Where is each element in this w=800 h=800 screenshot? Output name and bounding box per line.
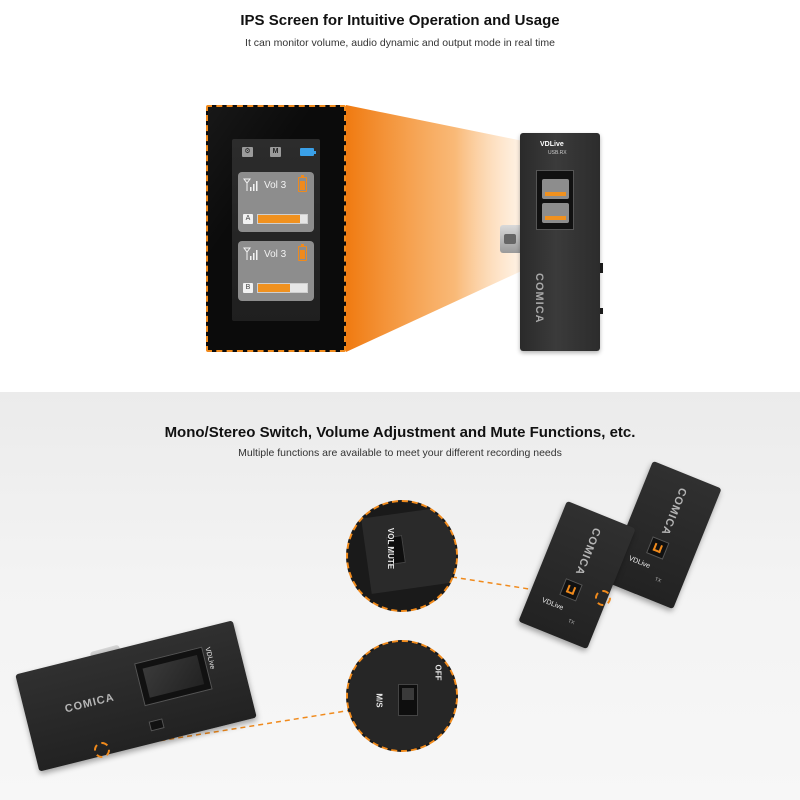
channel-b-letter: B — [243, 283, 253, 293]
signal-icon — [243, 178, 258, 191]
transmitter-brand-logo: COMICA — [658, 485, 689, 538]
receiver-sub-label: USB.RX — [548, 150, 567, 156]
usb-c-connector — [500, 225, 522, 253]
ips-screen: ⚙ M Vol 3 A — [232, 139, 320, 321]
off-label: OFF — [433, 664, 443, 681]
transmitter-led-window — [646, 536, 670, 560]
channel-a-level-bar — [257, 214, 308, 224]
ms-label: M/S — [374, 693, 384, 708]
vol-mute-label: VOL MUTE — [386, 527, 396, 570]
receiver-angled-screen — [134, 646, 213, 707]
channel-b-battery-icon — [298, 244, 307, 261]
receiver-device: VDLive USB.RX COMICA — [520, 133, 603, 351]
channel-b-volume: Vol 3 — [264, 249, 287, 260]
transmitter-front-led-window — [559, 578, 583, 602]
transmitter-model-label: VDLive — [627, 555, 651, 571]
projection-beam — [346, 105, 528, 352]
ms-switch-highlight-ring — [94, 742, 110, 758]
channel-a-battery-icon — [298, 175, 307, 192]
receiver-screen — [536, 170, 574, 230]
channel-a-letter: A — [243, 214, 253, 224]
receiver-angled-brand: COMICA — [63, 691, 116, 716]
receiver-brand-logo: COMICA — [533, 273, 545, 324]
settings-icon: ⚙ — [242, 147, 253, 157]
bottom-section: Mono/Stereo Switch, Volume Adjustment an… — [0, 392, 800, 800]
bottom-heading: Mono/Stereo Switch, Volume Adjustment an… — [164, 424, 636, 441]
transmitter-front-model-label: VDLive — [540, 596, 565, 612]
top-section: IPS Screen for Intuitive Operation and U… — [0, 0, 800, 392]
transmitter-front-sub-label: TX — [566, 618, 576, 627]
bottom-subheading: Multiple functions are available to meet… — [238, 447, 562, 459]
receiver-angled-switch — [148, 718, 165, 732]
transmitter-front-brand-logo: COMICA — [572, 525, 603, 578]
signal-icon — [243, 247, 258, 260]
zoomed-screen-frame: ⚙ M Vol 3 A — [206, 105, 346, 352]
vol-mute-highlight-ring — [595, 590, 611, 606]
receiver-model-label: VDLive — [540, 141, 564, 148]
transmitter-sub-label: TX — [653, 576, 662, 585]
channel-a-volume: Vol 3 — [264, 180, 287, 191]
channel-b-panel: Vol 3 B — [238, 241, 314, 301]
top-heading: IPS Screen for Intuitive Operation and U… — [240, 12, 560, 29]
zoom-circle-ms-switch: OFF M/S — [346, 640, 458, 752]
screen-status-bar: ⚙ M — [238, 147, 316, 157]
mono-stereo-switch — [398, 684, 418, 716]
mode-icon: M — [270, 147, 281, 157]
zoom-circle-vol-mute: VOL MUTE — [346, 500, 458, 612]
top-subheading: It can monitor volume, audio dynamic and… — [245, 37, 555, 49]
channel-a-panel: Vol 3 A — [238, 172, 314, 232]
battery-icon — [300, 148, 316, 156]
channel-b-level-bar — [257, 283, 308, 293]
